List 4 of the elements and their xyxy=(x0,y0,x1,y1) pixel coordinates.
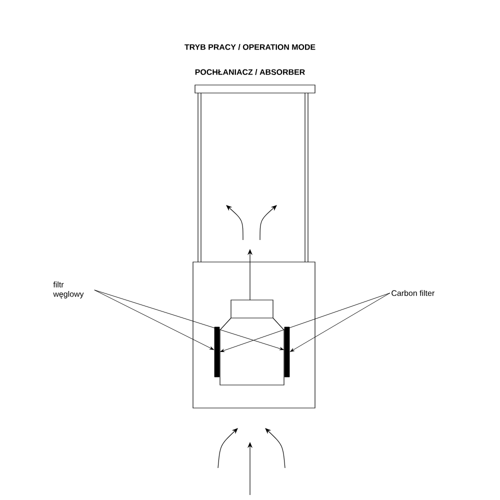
leader-line xyxy=(94,290,214,350)
leader-line xyxy=(290,292,390,352)
leader-line xyxy=(94,290,284,350)
leader-line xyxy=(220,292,390,352)
